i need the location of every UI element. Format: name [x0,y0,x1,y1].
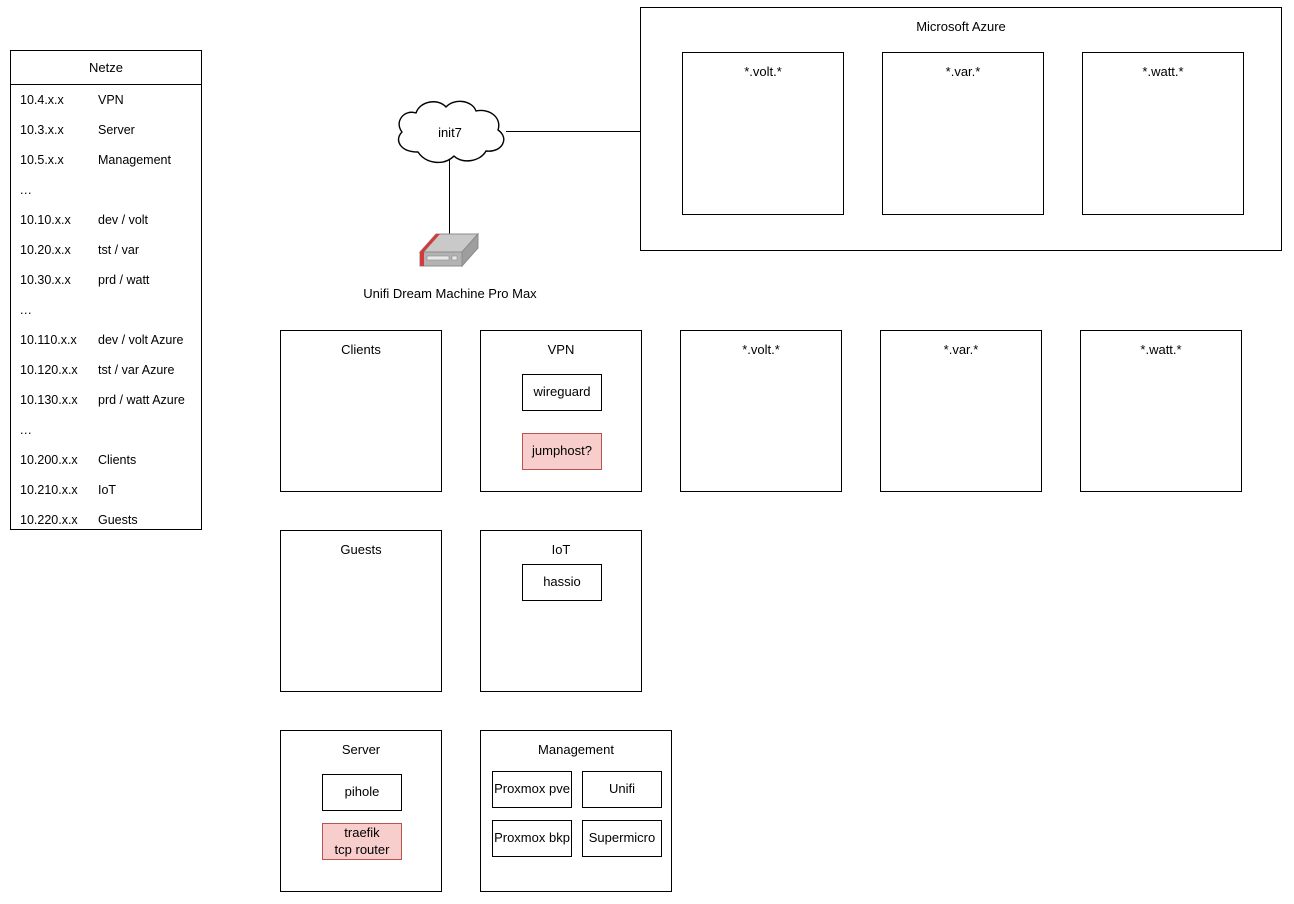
vlan-box-watt: *.watt.* [1080,330,1242,492]
vlan-title: VPN [547,342,575,357]
netze-legend-rows: 10.4.x.x VPN 10.3.x.x Server 10.5.x.x Ma… [11,85,201,535]
vlan-box-management: Management Proxmox pve Unifi Proxmox bkp… [480,730,672,892]
service-node-pihole[interactable]: pihole [322,774,402,811]
table-row: 10.5.x.x Management [11,145,201,175]
network-cidr: 10.120.x.x [20,363,78,377]
table-row: 10.3.x.x Server [11,115,201,145]
connector-cloud-to-router [449,160,450,234]
azure-zone-volt: *.volt.* [682,52,844,215]
service-node-supermicro[interactable]: Supermicro [582,820,662,857]
netze-legend-table: Netze 10.4.x.x VPN 10.3.x.x Server 10.5.… [10,50,202,530]
table-row: ... [11,295,201,325]
vlan-title: Clients [341,342,381,357]
network-cidr: 10.200.x.x [20,453,78,467]
vlan-box-var: *.var.* [880,330,1042,492]
service-node-wireguard[interactable]: wireguard [522,374,602,411]
network-cidr: 10.110.x.x [20,333,77,347]
azure-title: Microsoft Azure [916,19,1006,34]
cloud-label: init7 [438,124,462,140]
azure-zone-title: *.var.* [945,64,981,79]
network-cidr: 10.10.x.x [20,213,71,227]
table-row: 10.10.x.x dev / volt [11,205,201,235]
network-cidr: 10.130.x.x [20,393,78,407]
network-name: Clients [98,453,137,467]
network-cidr: ... [20,183,32,197]
table-row: 10.200.x.x Clients [11,445,201,475]
cloud-icon [397,100,505,163]
table-row: 10.130.x.x prd / watt Azure [11,385,201,415]
vlan-title: Guests [340,542,382,557]
vlan-title: *.var.* [943,342,979,357]
router-appliance [418,232,480,280]
network-name: tst / var [98,243,139,257]
vlan-title: *.watt.* [1140,342,1182,357]
table-row: 10.30.x.x prd / watt [11,265,201,295]
service-node-proxmox-pve[interactable]: Proxmox pve [492,771,572,808]
netze-legend-title: Netze [11,51,201,85]
vlan-title: *.volt.* [742,342,780,357]
vlan-box-guests: Guests [280,530,442,692]
azure-zone-title: *.volt.* [744,64,782,79]
azure-zone-title: *.watt.* [1142,64,1184,79]
network-name: Management [98,153,171,167]
service-node-proxmox-bkp[interactable]: Proxmox bkp [492,820,572,857]
azure-zone-var: *.var.* [882,52,1044,215]
firewall-appliance-icon [418,232,480,268]
router-caption: Unifi Dream Machine Pro Max [363,286,537,301]
vlan-box-volt: *.volt.* [680,330,842,492]
service-node-unifi[interactable]: Unifi [582,771,662,808]
vlan-title: Management [538,742,614,757]
network-name: prd / watt Azure [98,393,185,407]
table-row: 10.4.x.x VPN [11,85,201,115]
network-cidr: 10.30.x.x [20,273,71,287]
network-name: tst / var Azure [98,363,175,377]
vlan-title: IoT [551,542,571,557]
table-row: 10.210.x.x IoT [11,475,201,505]
internet-cloud: init7 [388,96,512,168]
network-cidr: 10.20.x.x [20,243,71,257]
vlan-title: Server [341,742,381,757]
service-node-traefik[interactable]: traefik tcp router [322,823,402,860]
table-row: ... [11,415,201,445]
table-row: 10.20.x.x tst / var [11,235,201,265]
network-name: VPN [98,93,124,107]
table-row: ... [11,175,201,205]
network-name: dev / volt Azure [98,333,184,347]
table-row: 10.120.x.x tst / var Azure [11,355,201,385]
vlan-box-iot: IoT hassio [480,530,642,692]
network-name: dev / volt [98,213,149,227]
azure-container: Microsoft Azure *.volt.* *.var.* *.watt.… [640,7,1282,251]
connector-cloud-to-azure [506,131,642,132]
azure-zone-watt: *.watt.* [1082,52,1244,215]
network-cidr: ... [20,303,32,317]
table-row: 10.220.x.x Guests [11,505,201,535]
service-node-hassio[interactable]: hassio [522,564,602,601]
network-cidr: 10.4.x.x [20,93,64,107]
network-cidr: 10.210.x.x [20,483,78,497]
network-name: prd / watt [98,273,150,287]
network-cidr: 10.3.x.x [20,123,64,137]
network-cidr: ... [20,423,32,437]
table-row: 10.110.x.x dev / volt Azure [11,325,201,355]
network-cidr: 10.5.x.x [20,153,64,167]
vlan-box-server: Server pihole traefik tcp router [280,730,442,892]
service-node-jumphost[interactable]: jumphost? [522,433,602,470]
network-name: IoT [98,483,117,497]
network-name: Guests [98,513,138,527]
vlan-box-clients: Clients [280,330,442,492]
network-cidr: 10.220.x.x [20,513,78,527]
network-name: Server [98,123,135,137]
vlan-box-vpn: VPN wireguard jumphost? [480,330,642,492]
